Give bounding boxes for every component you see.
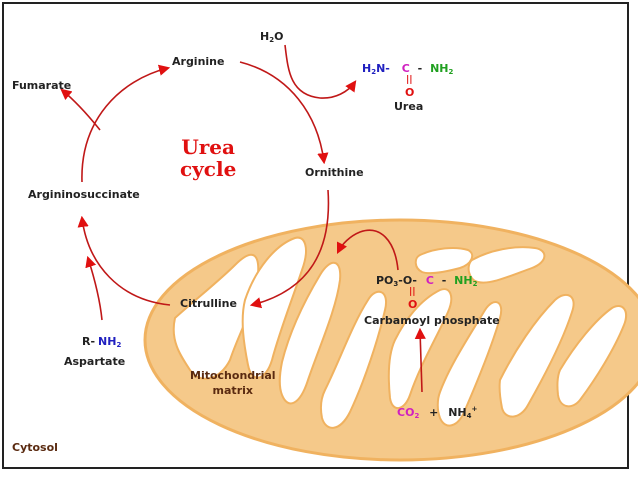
aspartate-nh2-sub: 2 <box>116 341 122 349</box>
label-carbamoyl-phosphate: Carbamoyl phosphate <box>364 314 500 327</box>
input-co2-sub: 2 <box>414 412 420 420</box>
arrow-to-fumarate <box>60 88 101 131</box>
input-co2: CO <box>397 406 415 419</box>
urea-nh2-sub: 2 <box>448 68 454 76</box>
carbamoyl-po: PO <box>376 274 394 287</box>
urea-oxygen: O <box>405 86 415 99</box>
cycle-title-line1: Urea <box>181 135 235 159</box>
aspartate-formula: R-NH2 <box>82 336 121 349</box>
inputs-formula: CO2 + NH4+ <box>397 406 477 420</box>
water-o: O <box>274 30 284 43</box>
aspartate-r: R- <box>82 335 96 348</box>
label-argininosuccinate: Argininosuccinate <box>28 188 140 201</box>
carbamoyl-formula: PO3-O- C - NH2 <box>376 275 477 288</box>
carbamoyl-nh2: NH <box>454 274 473 287</box>
carbamoyl-nh2-sub: 2 <box>472 280 478 288</box>
label-urea: Urea <box>394 100 424 113</box>
arrow-co2-nh4-to-carbamoyl <box>414 327 426 393</box>
urea-double-bond: || <box>406 75 413 85</box>
urea-dash: - <box>417 62 423 75</box>
cycle-title: Urea cycle <box>180 136 236 180</box>
cycle-title-line2: cycle <box>180 157 237 181</box>
input-plus: + <box>429 406 439 419</box>
carbamoyl-oxygen: O <box>408 298 418 311</box>
input-nh4-sup: + <box>471 405 478 413</box>
diagram-border <box>2 2 629 469</box>
label-arginine: Arginine <box>172 55 225 68</box>
water-h: H <box>260 30 270 43</box>
arrow-arginine-to-ornithine <box>239 61 329 165</box>
carbamoyl-po-sub: 3 <box>393 280 399 288</box>
urea-nh2: NH <box>430 62 449 75</box>
carbamoyl-dash: - <box>441 274 447 287</box>
arrow-aspartate-in <box>85 255 103 321</box>
mito-line2: matrix <box>212 384 253 397</box>
mitochondrion <box>143 218 638 462</box>
arrow-carbamoyl-phosphate-in <box>336 229 399 271</box>
urea-h2n-sub: 2 <box>371 68 377 76</box>
arrow-ornithine-to-citrulline <box>249 189 330 309</box>
label-aspartate: Aspartate <box>64 355 126 368</box>
arrow-water-to-urea <box>284 44 357 99</box>
urea-h2n: H <box>362 62 372 75</box>
label-ornithine: Ornithine <box>305 166 364 179</box>
urea-formula: H2N- C - NH2 <box>362 63 453 76</box>
input-nh4: NH <box>448 406 467 419</box>
label-mitochondrial-matrix: Mitochondrial matrix <box>190 368 276 398</box>
label-cytosol: Cytosol <box>12 441 58 454</box>
water-sub: 2 <box>269 36 275 44</box>
arrow-citrulline-to-argininosuccinate <box>77 215 171 306</box>
label-water: H2O <box>260 31 283 44</box>
carbamoyl-double-bond: || <box>409 287 416 297</box>
carbamoyl-carbon: C <box>425 274 434 287</box>
arrow-argininosuccinate-to-arginine <box>81 64 171 183</box>
label-fumarate: Fumarate <box>12 79 72 92</box>
carbamoyl-o-dash: -O- <box>398 274 417 287</box>
urea-h2n-n: N- <box>376 62 390 75</box>
aspartate-nh2: NH <box>98 335 117 348</box>
urea-carbon: C <box>401 62 410 75</box>
label-citrulline: Citrulline <box>180 297 237 310</box>
mito-line1: Mitochondrial <box>190 369 276 382</box>
cycle-arrows <box>60 44 426 393</box>
input-nh4-sub: 4 <box>466 412 472 420</box>
